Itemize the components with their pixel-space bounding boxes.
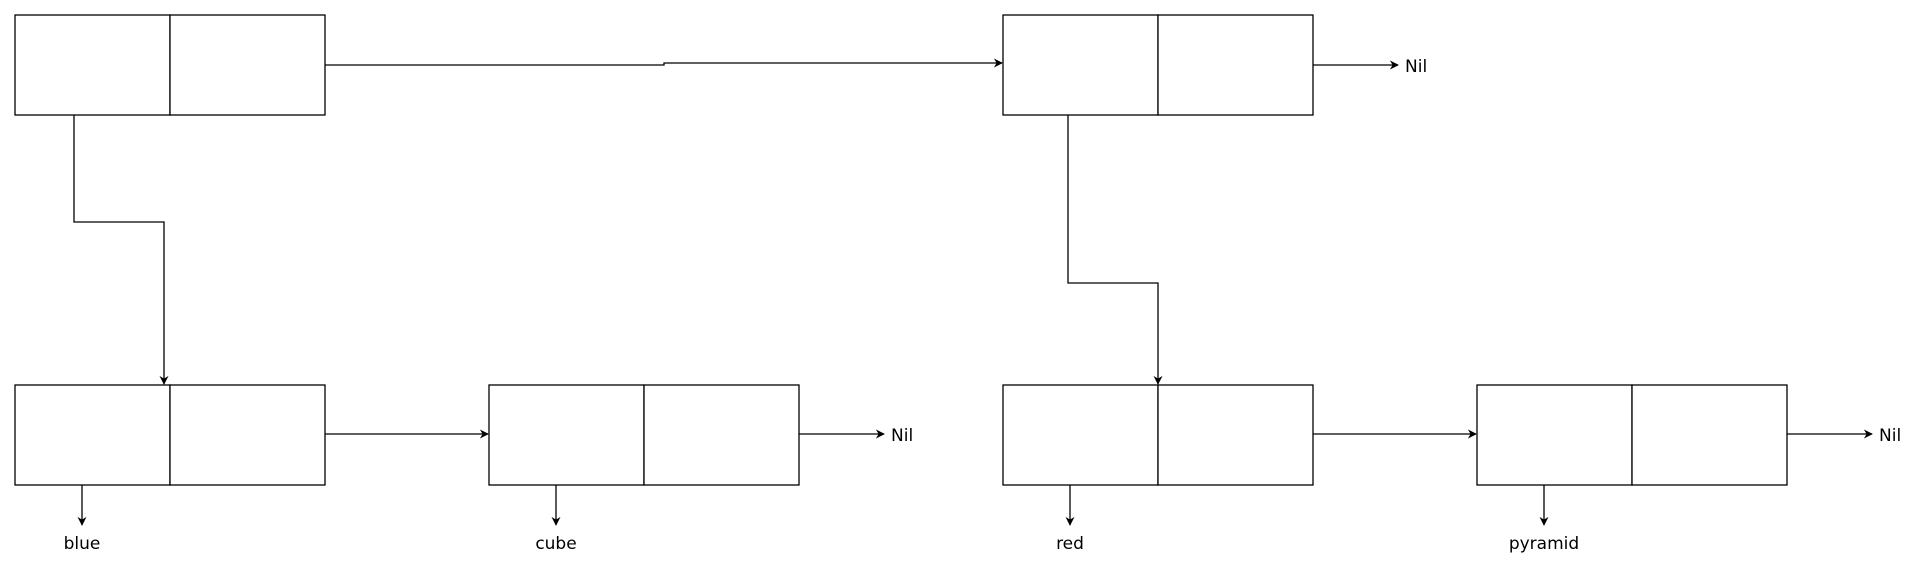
nil-label-top: Nil: [1405, 57, 1427, 77]
car-box: [14, 14, 171, 116]
car-box: [14, 384, 171, 486]
car-box: [488, 384, 645, 486]
arrow-top-left-to-blue-cell: [73, 115, 169, 385]
value-label-red: red: [1056, 534, 1084, 554]
value-label-pyramid: pyramid: [1509, 534, 1579, 554]
cons-cell-top-right: [1002, 14, 1314, 116]
cons-cell-cube: [488, 384, 800, 486]
cons-cell-red: [1002, 384, 1314, 486]
car-box: [1002, 14, 1159, 116]
cdr-box: [169, 14, 326, 116]
cdr-box: [1157, 384, 1314, 486]
car-box: [1476, 384, 1633, 486]
cdr-box: [169, 384, 326, 486]
cons-cell-blue: [14, 384, 326, 486]
arrow-top-right-to-red-cell: [1067, 115, 1163, 385]
car-box: [1002, 384, 1159, 486]
cons-cell-top-left: [14, 14, 326, 116]
value-label-blue: blue: [64, 534, 101, 554]
nil-label-list2: Nil: [1879, 426, 1901, 446]
cons-cell-pyramid: [1476, 384, 1788, 486]
cdr-box: [643, 384, 800, 486]
arrow-top-left-to-top-right: [325, 58, 1003, 68]
cdr-box: [1157, 14, 1314, 116]
value-label-cube: cube: [535, 534, 576, 554]
cdr-box: [1631, 384, 1788, 486]
nil-label-list1: Nil: [891, 426, 913, 446]
